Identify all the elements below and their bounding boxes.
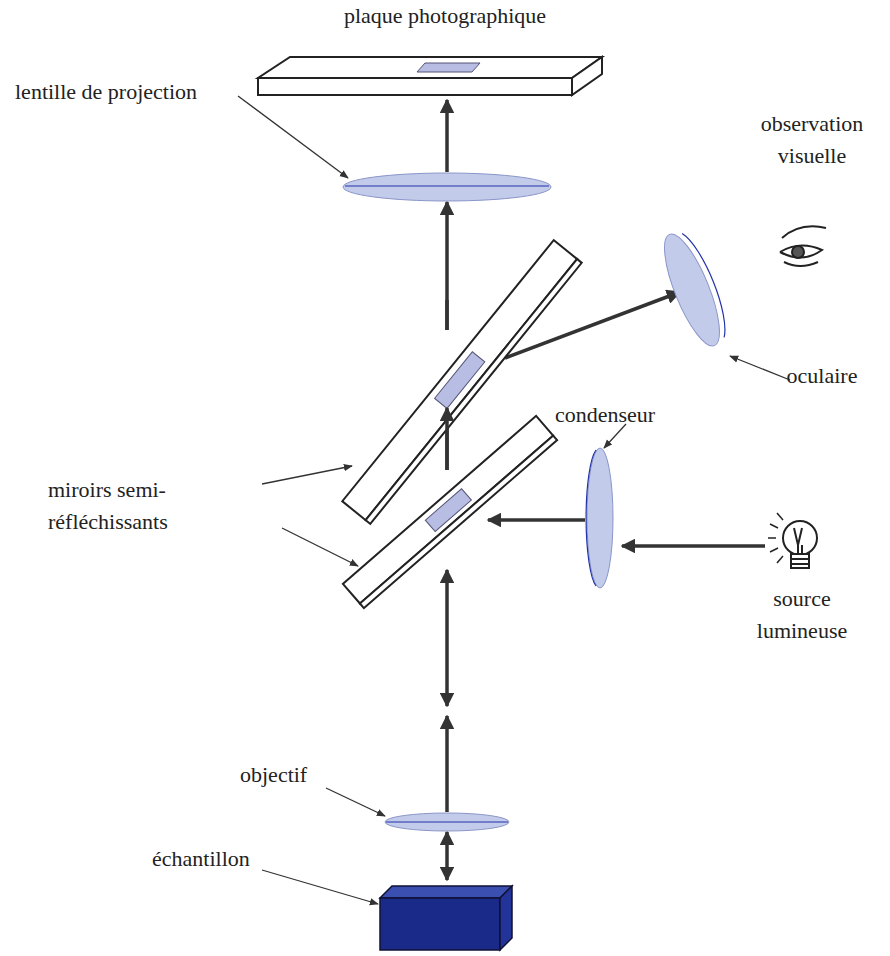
- eyepiece: [654, 226, 736, 352]
- leader-line: [604, 424, 626, 448]
- light-bulb: [768, 513, 817, 568]
- light-bulb: [770, 524, 778, 528]
- light-bulb: [791, 558, 809, 560]
- leader-line: [262, 466, 352, 484]
- projection-lens: [343, 173, 551, 201]
- light-bulb: [777, 556, 783, 563]
- condenser: [587, 448, 613, 588]
- light-ray: [488, 518, 585, 522]
- half-mirror: [425, 489, 471, 532]
- eye-icon: [784, 262, 818, 266]
- part-label: lentille de projection: [15, 76, 255, 108]
- light-ray: [445, 300, 449, 470]
- photographic-plate: [258, 78, 572, 95]
- light-bulb: [791, 554, 809, 568]
- photographic-plate: [258, 57, 602, 95]
- light-bulb: [791, 563, 809, 565]
- light-bulb: [777, 513, 783, 520]
- light-ray: [445, 408, 449, 470]
- objective-lens: [386, 821, 508, 822]
- light-bulb: [794, 528, 802, 555]
- part-label: objectif: [240, 759, 340, 791]
- part-label: plaque photographique: [295, 0, 595, 32]
- part-label: source lumineuse: [742, 583, 862, 647]
- light-ray: [622, 544, 765, 548]
- light-ray: [445, 832, 449, 880]
- half-mirror: [435, 352, 485, 409]
- part-label: condenseur: [535, 399, 675, 431]
- photographic-plate: [417, 63, 480, 72]
- part-label: échantillon: [152, 843, 282, 875]
- condenser: [586, 450, 596, 586]
- half-mirror: [342, 240, 577, 520]
- eye-icon: [782, 226, 826, 238]
- photographic-plate: [572, 57, 602, 95]
- light-ray: [445, 202, 449, 330]
- sample: [500, 886, 512, 950]
- photographic-plate: [258, 57, 602, 78]
- sample: [380, 898, 500, 950]
- eye-icon: [780, 226, 826, 266]
- light-ray: [445, 300, 449, 330]
- light-bulb: [770, 548, 778, 552]
- eye-icon: [792, 246, 804, 258]
- eyepiece: [682, 230, 734, 338]
- sample: [380, 886, 512, 950]
- half-mirror: [343, 416, 557, 608]
- half-mirror: [360, 436, 557, 608]
- objective-lens: [385, 813, 509, 831]
- leader-line: [326, 788, 385, 816]
- light-ray: [445, 408, 449, 470]
- eye-icon: [780, 245, 822, 257]
- sample: [380, 886, 512, 898]
- light-bulb: [768, 537, 776, 539]
- part-label: miroirs semi-réfléchissants: [48, 474, 268, 538]
- light-bulb: [783, 521, 817, 555]
- projection-lens: [345, 185, 549, 186]
- leader-line: [238, 96, 790, 904]
- light-ray: [445, 570, 449, 706]
- leader-line: [730, 356, 790, 380]
- leader-line: [282, 528, 358, 566]
- light-ray: [445, 716, 449, 812]
- part-label: oculaire: [767, 360, 877, 392]
- condenser: [586, 448, 613, 588]
- leader-line: [262, 870, 378, 904]
- objective-lens: [385, 813, 509, 831]
- projection-lens: [343, 173, 551, 201]
- light-ray: [445, 100, 449, 172]
- eyepiece: [654, 228, 730, 352]
- leader-line: [238, 96, 348, 178]
- part-label: observation visuelle: [747, 108, 877, 172]
